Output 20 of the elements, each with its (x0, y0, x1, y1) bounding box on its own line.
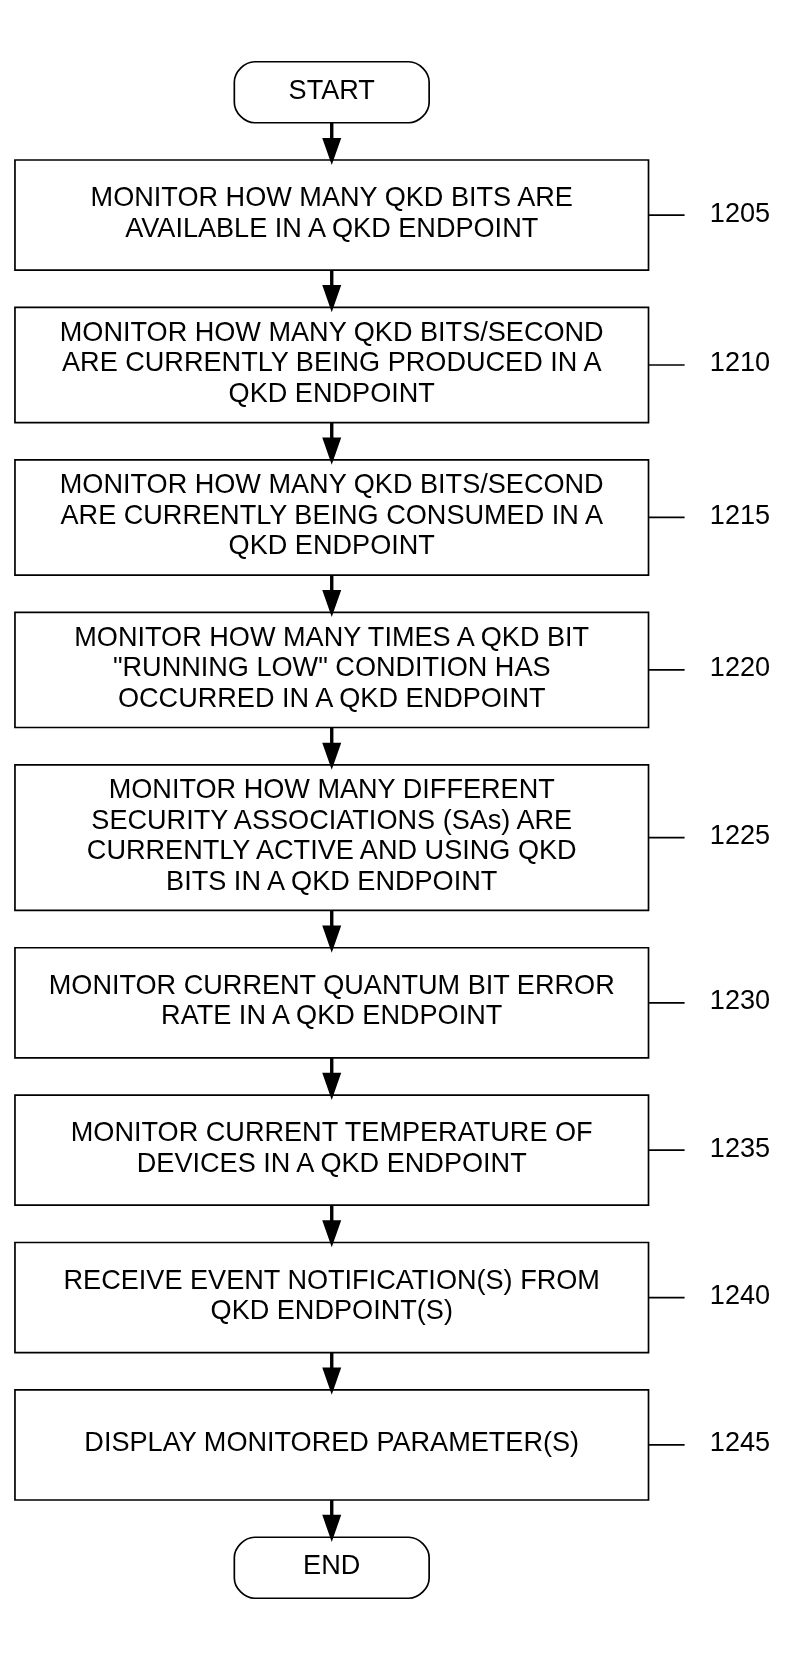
node-box: MONITOR CURRENT QUANTUM BIT ERROR RATE IN A QKD ENDPOINT (14, 946, 650, 1059)
node-box: MONITOR HOW MANY QKD BITS/SECOND ARE CURRENTLY BEING CONSUMED IN A QKD ENDPOINT (14, 458, 650, 576)
node-label: 1230 (709, 983, 771, 1015)
node-box: RECEIVE EVENT NOTIFICATION(S) FROM QKD ENDPOINT(S) (14, 1241, 650, 1353)
node-box: MONITOR HOW MANY DIFFERENT SECURITY ASSOCIATIONS (SAs) ARE CURRENTLY ACTIVE AND USING QKD BITS IN A QKD ENDPOINT (14, 763, 650, 911)
node-box: MONITOR HOW MANY QKD BITS/SECOND ARE CURRENTLY BEING PRODUCED IN A QKD ENDPOINT (14, 306, 650, 423)
node-box: DISPLAY MONITORED PARAMETER(S) (14, 1388, 650, 1501)
node-label: 1245 (709, 1425, 771, 1457)
node-box: MONITOR HOW MANY TIMES A QKD BIT "RUNNING LOW" CONDITION HAS OCCURRED IN A QKD ENDPOINT (14, 610, 650, 728)
node-box: END (233, 1535, 430, 1599)
node-label: 1235 (709, 1131, 771, 1163)
node-label: 1210 (709, 345, 771, 377)
node-label: 1225 (709, 818, 771, 850)
node-label: 1205 (709, 196, 771, 228)
node-label: 1220 (709, 650, 771, 682)
node-box: START (233, 60, 430, 124)
node-label: 1215 (709, 498, 771, 530)
node-box: MONITOR CURRENT TEMPERATURE OF DEVICES IN A QKD ENDPOINT (14, 1093, 650, 1206)
node-box: MONITOR HOW MANY QKD BITS ARE AVAILABLE IN A QKD ENDPOINT (14, 158, 650, 271)
node-label: 1240 (709, 1278, 771, 1310)
